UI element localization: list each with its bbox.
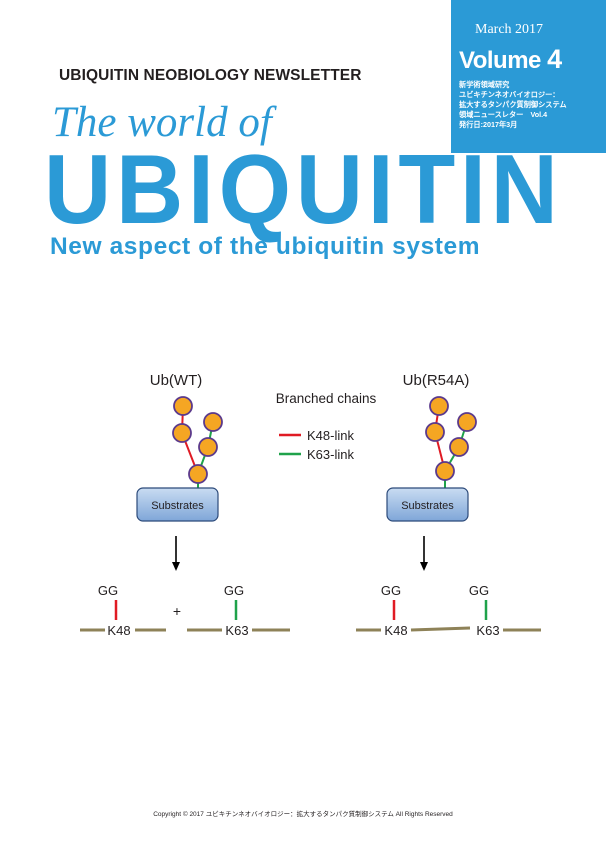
- ubiquitin-ball: [198, 437, 218, 457]
- plus-sign: +: [173, 603, 181, 619]
- volume-value: 4: [547, 44, 562, 74]
- gg-label: GG: [98, 583, 118, 598]
- ubiquitin-ball: [172, 423, 192, 443]
- arrow-down-right: [420, 536, 428, 571]
- ubiquitin-ball: [449, 437, 469, 457]
- k48-label: K48: [384, 623, 407, 638]
- ubiquitin-ball: [457, 412, 477, 432]
- gg-label: GG: [224, 583, 244, 598]
- info-line: 発行日:2017年3月: [459, 120, 518, 129]
- info-lines: 新学術領域研究 ユビキチンネオバイオロジー： 拡大するタンパク質制御システム 領…: [459, 80, 567, 130]
- left-ubiquitin-chain: [172, 396, 223, 488]
- ubiquitin-ball: [188, 464, 208, 484]
- info-line: 拡大するタンパク質制御システム: [459, 100, 567, 109]
- label-ub-wt: Ub(WT): [150, 372, 203, 389]
- substrate-label-right: Substrates: [401, 500, 454, 512]
- substrate-label-left: Substrates: [151, 500, 204, 512]
- issue-date: March 2017: [475, 22, 544, 37]
- branched-chains-diagram: Ub(WT) Ub(R54A) Branched chains K48-link…: [80, 372, 541, 638]
- arrow-down-left: [172, 536, 180, 571]
- title-ubiquitin: UBIQUITIN: [44, 134, 563, 244]
- volume-label: Volume: [459, 47, 541, 74]
- footer-copyright: Copyright © 2017 ユビキチンネオバイオロジー：拡大するタンパク質…: [153, 811, 453, 818]
- newsletter-title: UBIQUITIN NEOBIOLOGY NEWSLETTER: [59, 67, 362, 84]
- info-line: 新学術領域研究: [459, 80, 510, 89]
- ubiquitin-ball: [203, 412, 223, 432]
- backbone-connector: [410, 626, 471, 632]
- gg-label: GG: [381, 583, 401, 598]
- k63-label: K63: [476, 623, 499, 638]
- ubiquitin-ball: [435, 461, 455, 481]
- info-line: 領域ニュースレター Vol.4: [459, 110, 548, 119]
- ubiquitin-ball: [425, 422, 445, 442]
- legend-k63-label: K63-link: [307, 447, 354, 462]
- substrate-box-right: [386, 487, 469, 522]
- title-world-of: The world of: [52, 99, 272, 146]
- legend-title: Branched chains: [276, 391, 377, 406]
- subtitle: New aspect of the ubiquitin system: [50, 233, 481, 260]
- legend-k48-label: K48-link: [307, 428, 354, 443]
- k48-label: K48: [107, 623, 130, 638]
- label-ub-r54a: Ub(R54A): [403, 372, 470, 389]
- ubiquitin-ball: [429, 396, 449, 416]
- volume-info-box: March 2017 Volume 4 新学術領域研究 ユビキチンネオバイオロジ…: [451, 0, 606, 153]
- info-line: ユビキチンネオバイオロジー：: [459, 90, 560, 99]
- ubiquitin-ball: [173, 396, 193, 416]
- gg-label: GG: [469, 583, 489, 598]
- k63-label: K63: [225, 623, 248, 638]
- right-ubiquitin-chain: [425, 396, 477, 488]
- substrate-box-left: [136, 487, 219, 522]
- volume-number: Volume 4: [459, 44, 562, 75]
